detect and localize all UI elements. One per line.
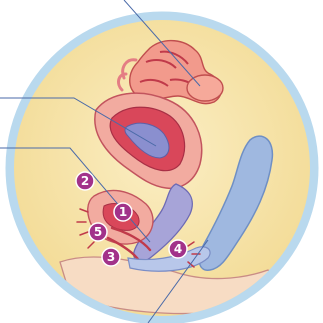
marker-4-label: 4 [174,242,182,256]
ovary [187,75,223,101]
marker-3-label: 3 [107,250,115,264]
marker-2: 2 [76,172,94,190]
marker-2-label: 2 [81,174,89,188]
marker-5-label: 5 [94,225,102,239]
marker-3: 3 [102,248,120,266]
marker-1: 1 [114,203,132,221]
marker-5: 5 [89,223,107,241]
marker-4: 4 [169,240,187,258]
marker-1-label: 1 [119,205,127,219]
